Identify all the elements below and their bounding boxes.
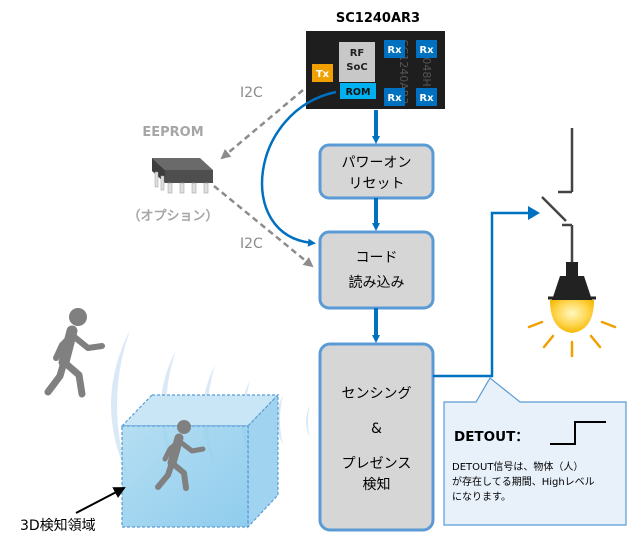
callout-line3: になります。 bbox=[452, 491, 511, 503]
callout-line2: が存在してる期間、Highレベル bbox=[452, 475, 595, 488]
tx-pad bbox=[312, 64, 333, 82]
detection-zone-cube bbox=[120, 393, 280, 529]
sensing-line2: & bbox=[371, 421, 382, 437]
rf-soc-line1: RF bbox=[350, 48, 365, 59]
code-line2: 読み込み bbox=[349, 274, 405, 291]
rx-label-3: Rx bbox=[387, 93, 402, 104]
power-on-line2: リセット bbox=[349, 176, 405, 192]
chip-title: SC1240AR3 bbox=[336, 11, 420, 26]
rom-to-code-curve bbox=[260, 90, 337, 247]
switch-icon bbox=[541, 128, 574, 262]
rx-pad-1 bbox=[384, 40, 405, 58]
i2c-top-label: I2C bbox=[240, 85, 263, 101]
walking-person-icon bbox=[44, 308, 105, 398]
zone-pointer-arrow bbox=[75, 487, 126, 514]
detout-callout bbox=[443, 377, 627, 526]
person-in-zone-icon bbox=[155, 420, 206, 491]
rx-pad-3 bbox=[384, 88, 405, 106]
zone-label: 3D検知領域 bbox=[20, 517, 96, 534]
sensing-line3: プレゼンス bbox=[342, 456, 412, 472]
detout-signal-arrowhead bbox=[528, 206, 540, 220]
tx-label: Tx bbox=[316, 69, 330, 80]
flow-box-sensing bbox=[318, 342, 435, 532]
high-level-waveform-icon bbox=[550, 421, 606, 445]
code-line1: コード bbox=[356, 250, 398, 266]
rom-block bbox=[340, 83, 376, 99]
rx-label-4: Rx bbox=[419, 93, 434, 104]
eeprom-chip-icon bbox=[152, 158, 213, 194]
rx-label-1: Rx bbox=[387, 45, 402, 56]
callout-title: DETOUT： bbox=[454, 429, 529, 445]
rx-pad-2 bbox=[416, 40, 437, 58]
i2c-arrow-to-code bbox=[213, 185, 314, 268]
rx-pad-4 bbox=[416, 88, 437, 106]
chip: SC1240AR3 048H Tx RF SoC ROM Rx Rx Rx Rx bbox=[306, 31, 445, 109]
callout-line1: DETOUT信号は、物体（人） bbox=[452, 460, 583, 473]
chip-marking-right: 048H bbox=[420, 57, 433, 86]
rx-label-2: Rx bbox=[419, 45, 434, 56]
light-bulb-icon bbox=[527, 262, 617, 358]
rf-soc-block bbox=[339, 42, 375, 82]
sensing-line4: 検知 bbox=[363, 476, 391, 493]
flow-box-code-load bbox=[318, 230, 435, 310]
i2c-bottom-label: I2C bbox=[240, 236, 263, 252]
rom-label: ROM bbox=[346, 87, 371, 98]
eeprom-label: EEPROM bbox=[142, 125, 203, 140]
power-on-line1: パワーオン bbox=[342, 155, 412, 171]
i2c-arrow-to-eeprom bbox=[220, 89, 304, 160]
rf-soc-line2: SoC bbox=[346, 62, 367, 73]
eeprom-option-label: （オプション） bbox=[127, 208, 218, 224]
detout-signal-line bbox=[433, 211, 528, 378]
sensing-line1: センシング bbox=[342, 386, 412, 402]
